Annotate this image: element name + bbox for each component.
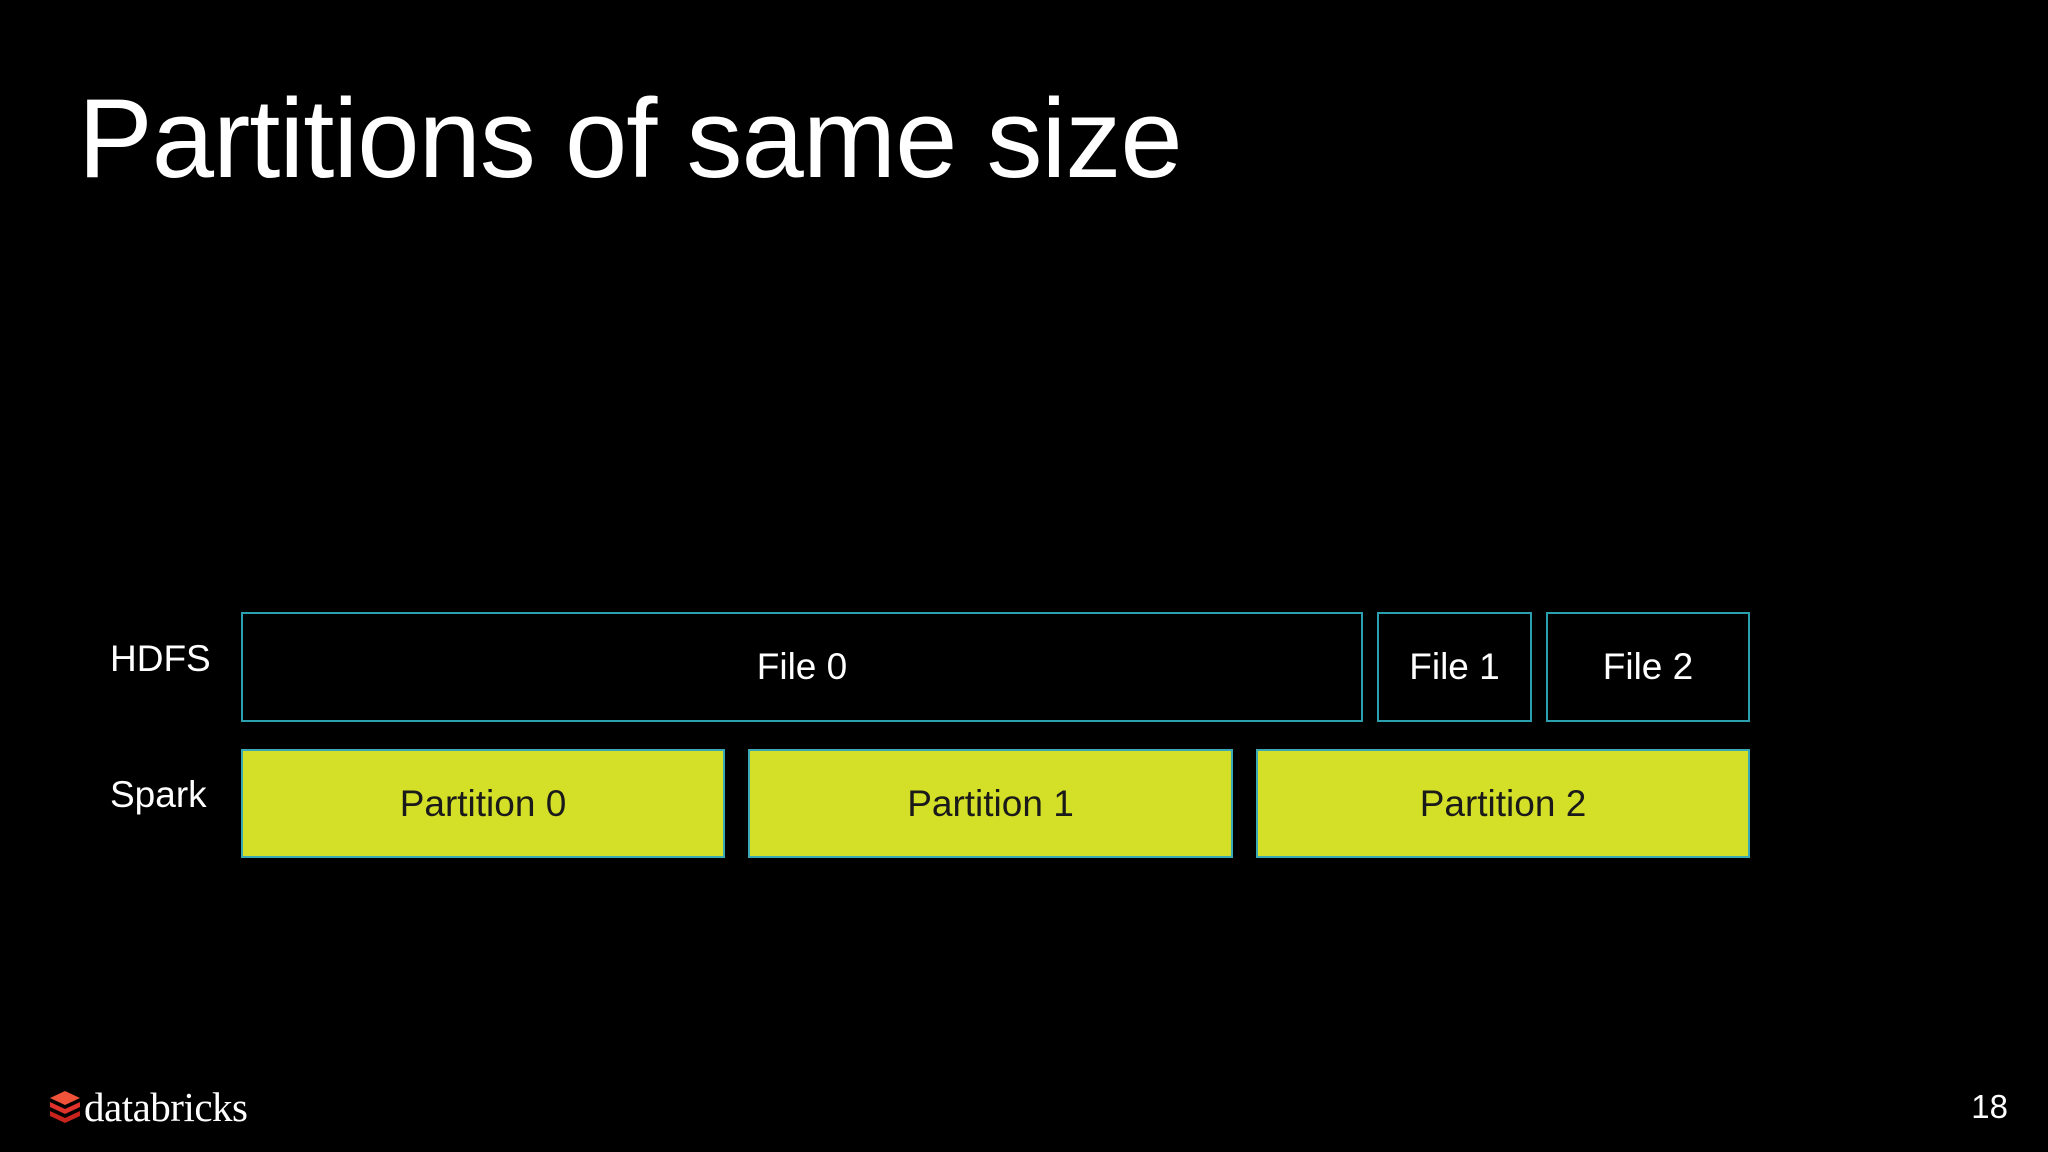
databricks-logo-icon: [50, 1091, 80, 1123]
databricks-wordmark: databricks: [84, 1084, 248, 1130]
page-number: 18: [1971, 1088, 2008, 1125]
partition-2-label: Partition 2: [1419, 782, 1587, 824]
file-1-box: File 1: [1377, 612, 1532, 722]
file-1-label: File 1: [1409, 646, 1500, 687]
partition-1-label: Partition 1: [907, 782, 1074, 824]
partition-1-box: Partition 1: [748, 749, 1233, 858]
partition-0-box: Partition 0: [241, 749, 725, 858]
spark-row-label: Spark: [110, 774, 207, 815]
file-2-label: File 2: [1602, 646, 1694, 687]
hdfs-row-label: HDFS: [110, 638, 211, 679]
partition-0-label: Partition 0: [399, 782, 567, 824]
file-2-box: File 2: [1546, 612, 1750, 722]
file-0-label: File 0: [756, 646, 848, 687]
databricks-logo: databricks: [48, 1082, 248, 1132]
file-0-box: File 0: [241, 612, 1363, 722]
partition-2-box: Partition 2: [1256, 749, 1750, 858]
slide-title: Partitions of same size: [78, 76, 1183, 201]
